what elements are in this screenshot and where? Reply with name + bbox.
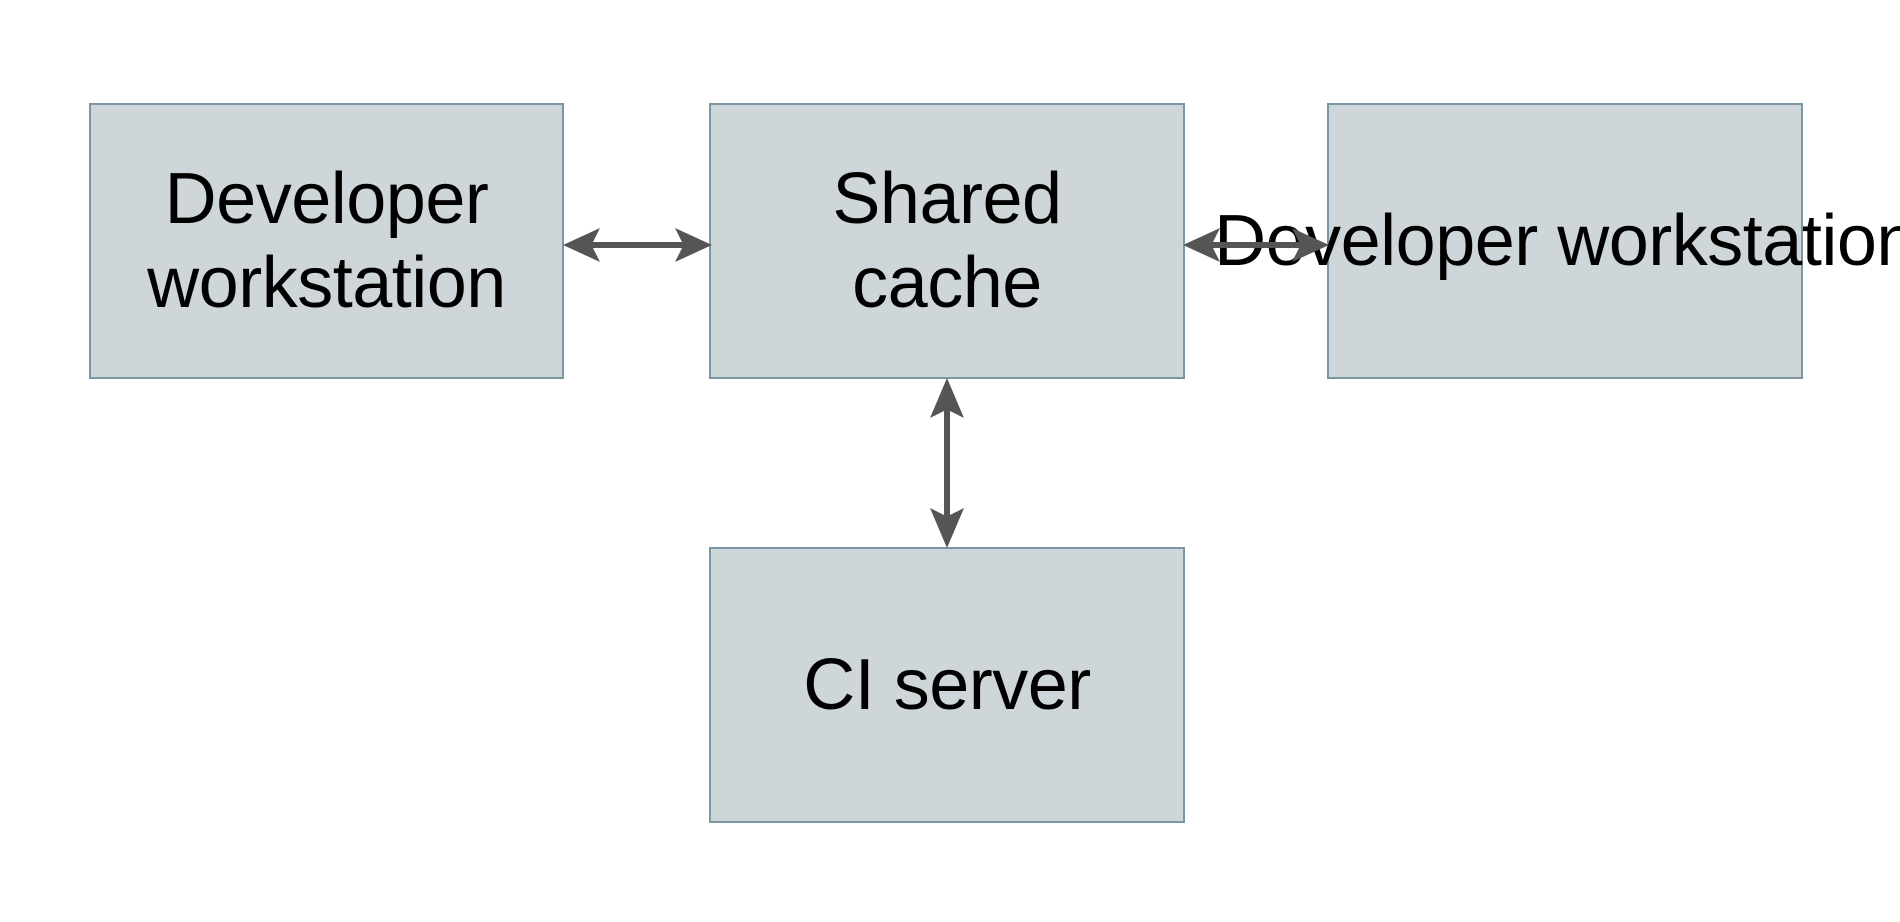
node-label: Developer workstation [147,158,506,323]
node-label: CI server [803,644,1091,725]
node-shared-cache[interactable]: Shared cache [709,103,1185,379]
node-ci-server[interactable]: CI server [709,547,1185,823]
node-label: Developer workstation [1214,200,1900,281]
edge-bidirectional-arrow-bottom [930,378,964,548]
node-label: Shared cache [832,158,1062,323]
node-developer-workstation-right[interactable]: Developer workstation [1214,103,1900,379]
node-developer-workstation-left[interactable]: Developer workstation [89,103,564,379]
double-headed-arrow-icon [930,378,964,548]
edge-bidirectional-arrow-left [563,228,712,262]
double-headed-arrow-icon [563,228,712,262]
